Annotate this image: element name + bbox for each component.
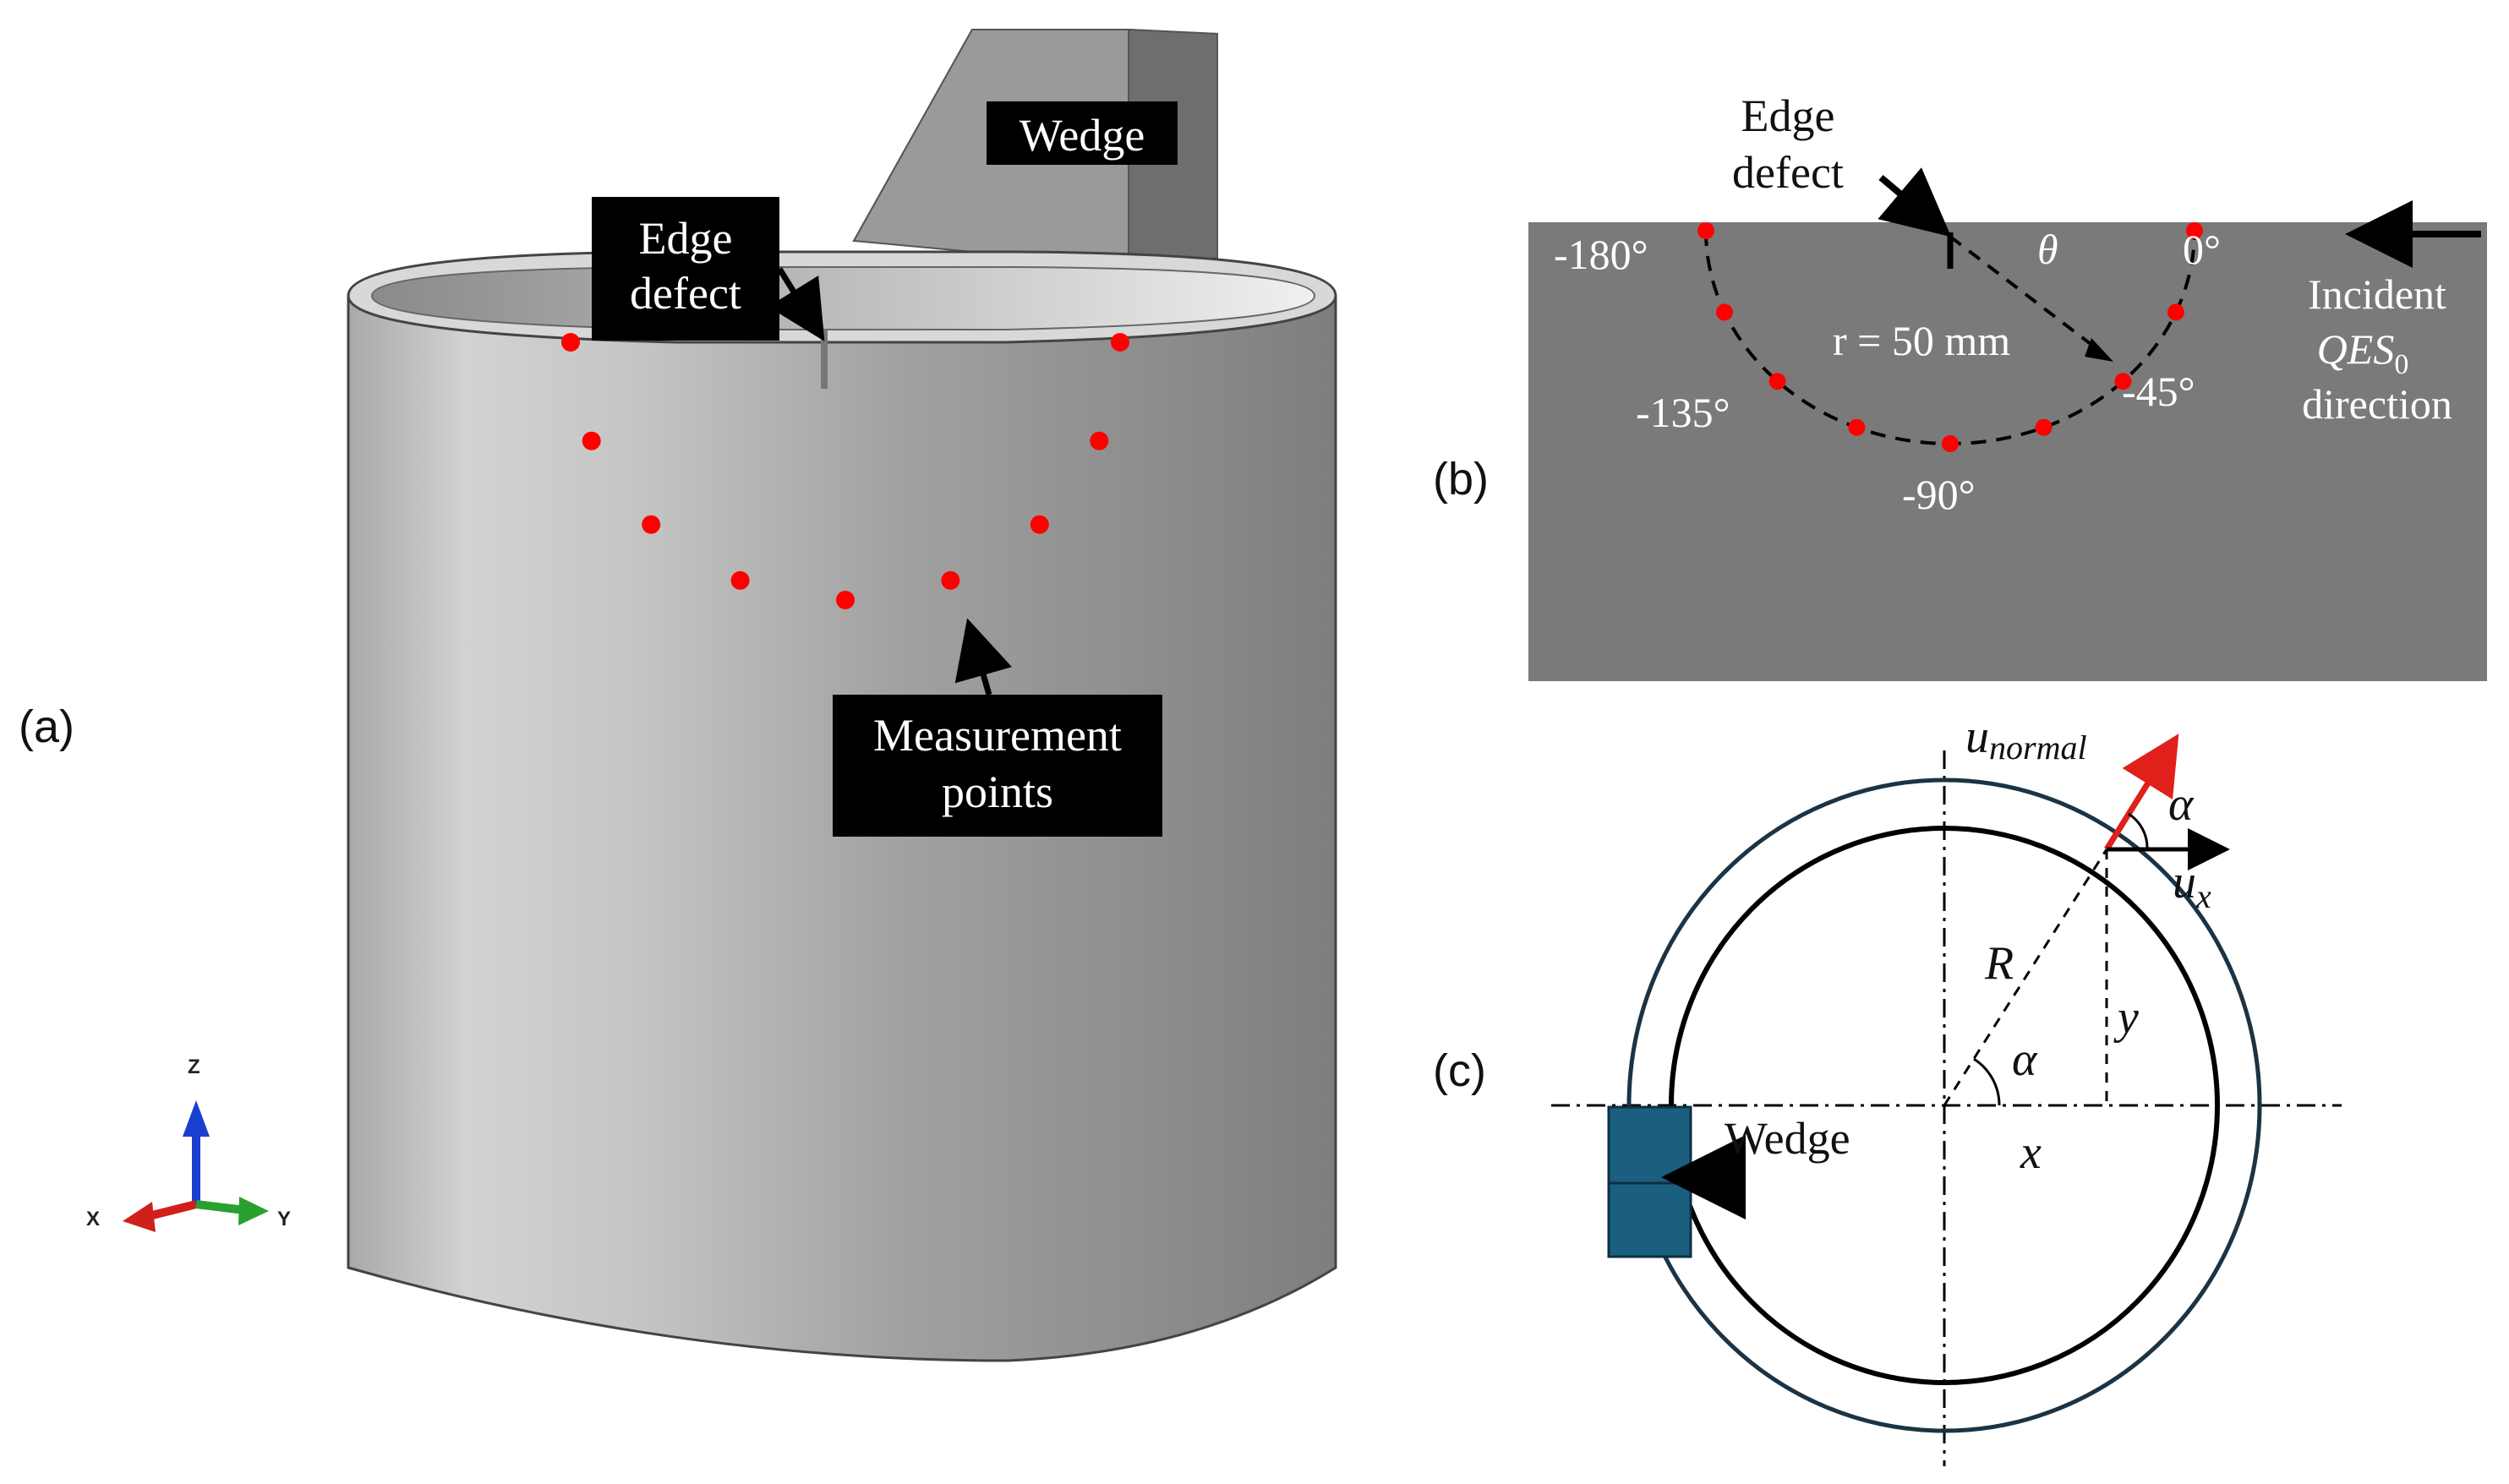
measurement-point-a-6 (1030, 515, 1049, 534)
wedge-label-a: Wedge (987, 101, 1178, 165)
measurement-point-b-8 (2186, 222, 2203, 239)
alpha-center-label: α (2012, 1034, 2038, 1086)
incident-label: Incident QES0 direction (2302, 200, 2481, 428)
x-label: x (2020, 1127, 2042, 1179)
measurement-text-a-2: points (942, 767, 1053, 817)
panel-a-label: (a) (19, 701, 74, 752)
wedge-block-c: Wedge (1607, 1105, 1850, 1258)
u-normal-label: unormal (1965, 711, 2087, 767)
measurement-point-a-8 (1111, 333, 1129, 352)
triad-y-label: Y (277, 1208, 291, 1230)
edge-defect-text-b-2: defect (1732, 147, 1844, 198)
radius-line-b (1949, 235, 2107, 357)
measurement-point-a-0 (561, 333, 580, 352)
alpha-top-label: α (2168, 778, 2195, 831)
incident-text-1: Incident (2308, 270, 2446, 318)
outer-ring (1626, 777, 2262, 1433)
measurement-point-b-1 (1716, 303, 1733, 321)
panel-c: (c) unormal α ux R α y x Wedge (1433, 711, 2342, 1466)
edge-defect-text-b-1: Edge (1741, 90, 1835, 141)
measurement-point-a-3 (730, 570, 750, 590)
y-label: y (2113, 991, 2139, 1044)
u-normal-arrow (2104, 734, 2179, 851)
panel-b: (b) θ r = 50 mm -180° -135° -90° -45° 0°… (1433, 90, 2487, 681)
measurement-point-b-6 (2114, 373, 2132, 390)
edge-defect-label-a: Edge defect (592, 197, 825, 341)
measurement-point-a-5 (941, 570, 960, 590)
angle-label--135: -135° (1636, 389, 1730, 436)
measurement-text-a-1: Measurement (873, 710, 1122, 761)
panel-a: (a) Edge defect Wedge (19, 28, 1337, 1362)
angle-label--180: -180° (1554, 231, 1648, 278)
measurement-point-b-5 (2035, 418, 2053, 436)
incident-text-2: QES0 (2317, 325, 2409, 380)
measurement-point-b-2 (1768, 373, 1786, 390)
u-x-label: ux (2173, 856, 2211, 915)
theta-label: θ (2037, 226, 2058, 273)
measurement-points-a (561, 333, 1129, 609)
measurement-label-a: Measurement points (833, 618, 1162, 837)
edge-defect-text-a-1: Edge (639, 213, 733, 264)
edge-defect-label-b: Edge defect (1732, 90, 1952, 237)
panel-c-label: (c) (1433, 1045, 1486, 1096)
alpha-arc-center (1973, 1057, 2001, 1106)
triad-z-label: Z (188, 1056, 200, 1078)
measurement-point-b-4 (1942, 435, 1959, 452)
panel-b-label: (b) (1433, 454, 1489, 505)
measurement-point-a-2 (642, 515, 661, 534)
measurement-point-b-3 (1848, 418, 1866, 436)
measurement-point-b-7 (2167, 303, 2184, 321)
alpha-arc-tip (2128, 812, 2149, 850)
R-label: R (1984, 937, 2014, 990)
measurement-point-a-4 (836, 591, 855, 609)
inner-ring (1669, 826, 2220, 1385)
angle-label--45: -45° (2122, 368, 2195, 415)
coordinate-triad: Z X Y (86, 1056, 291, 1232)
plate-section (1528, 222, 2487, 681)
incident-text-3: direction (2302, 380, 2452, 428)
wedge-text-c: Wedge (1725, 1113, 1850, 1164)
angle-label--90: -90° (1902, 471, 1976, 518)
measurement-point-b-0 (1697, 222, 1714, 239)
radius-R-line (1943, 848, 2108, 1106)
triad-x-label: X (86, 1208, 100, 1230)
measurement-point-a-7 (1090, 431, 1109, 450)
wedge-text-a: Wedge (1019, 110, 1145, 161)
measurement-point-a-1 (582, 431, 601, 450)
radius-label: r = 50 mm (1833, 317, 2010, 364)
angle-label-0: 0° (2183, 226, 2221, 273)
edge-defect-text-a-2: defect (630, 268, 741, 319)
measurement-points-b (1697, 222, 2203, 452)
